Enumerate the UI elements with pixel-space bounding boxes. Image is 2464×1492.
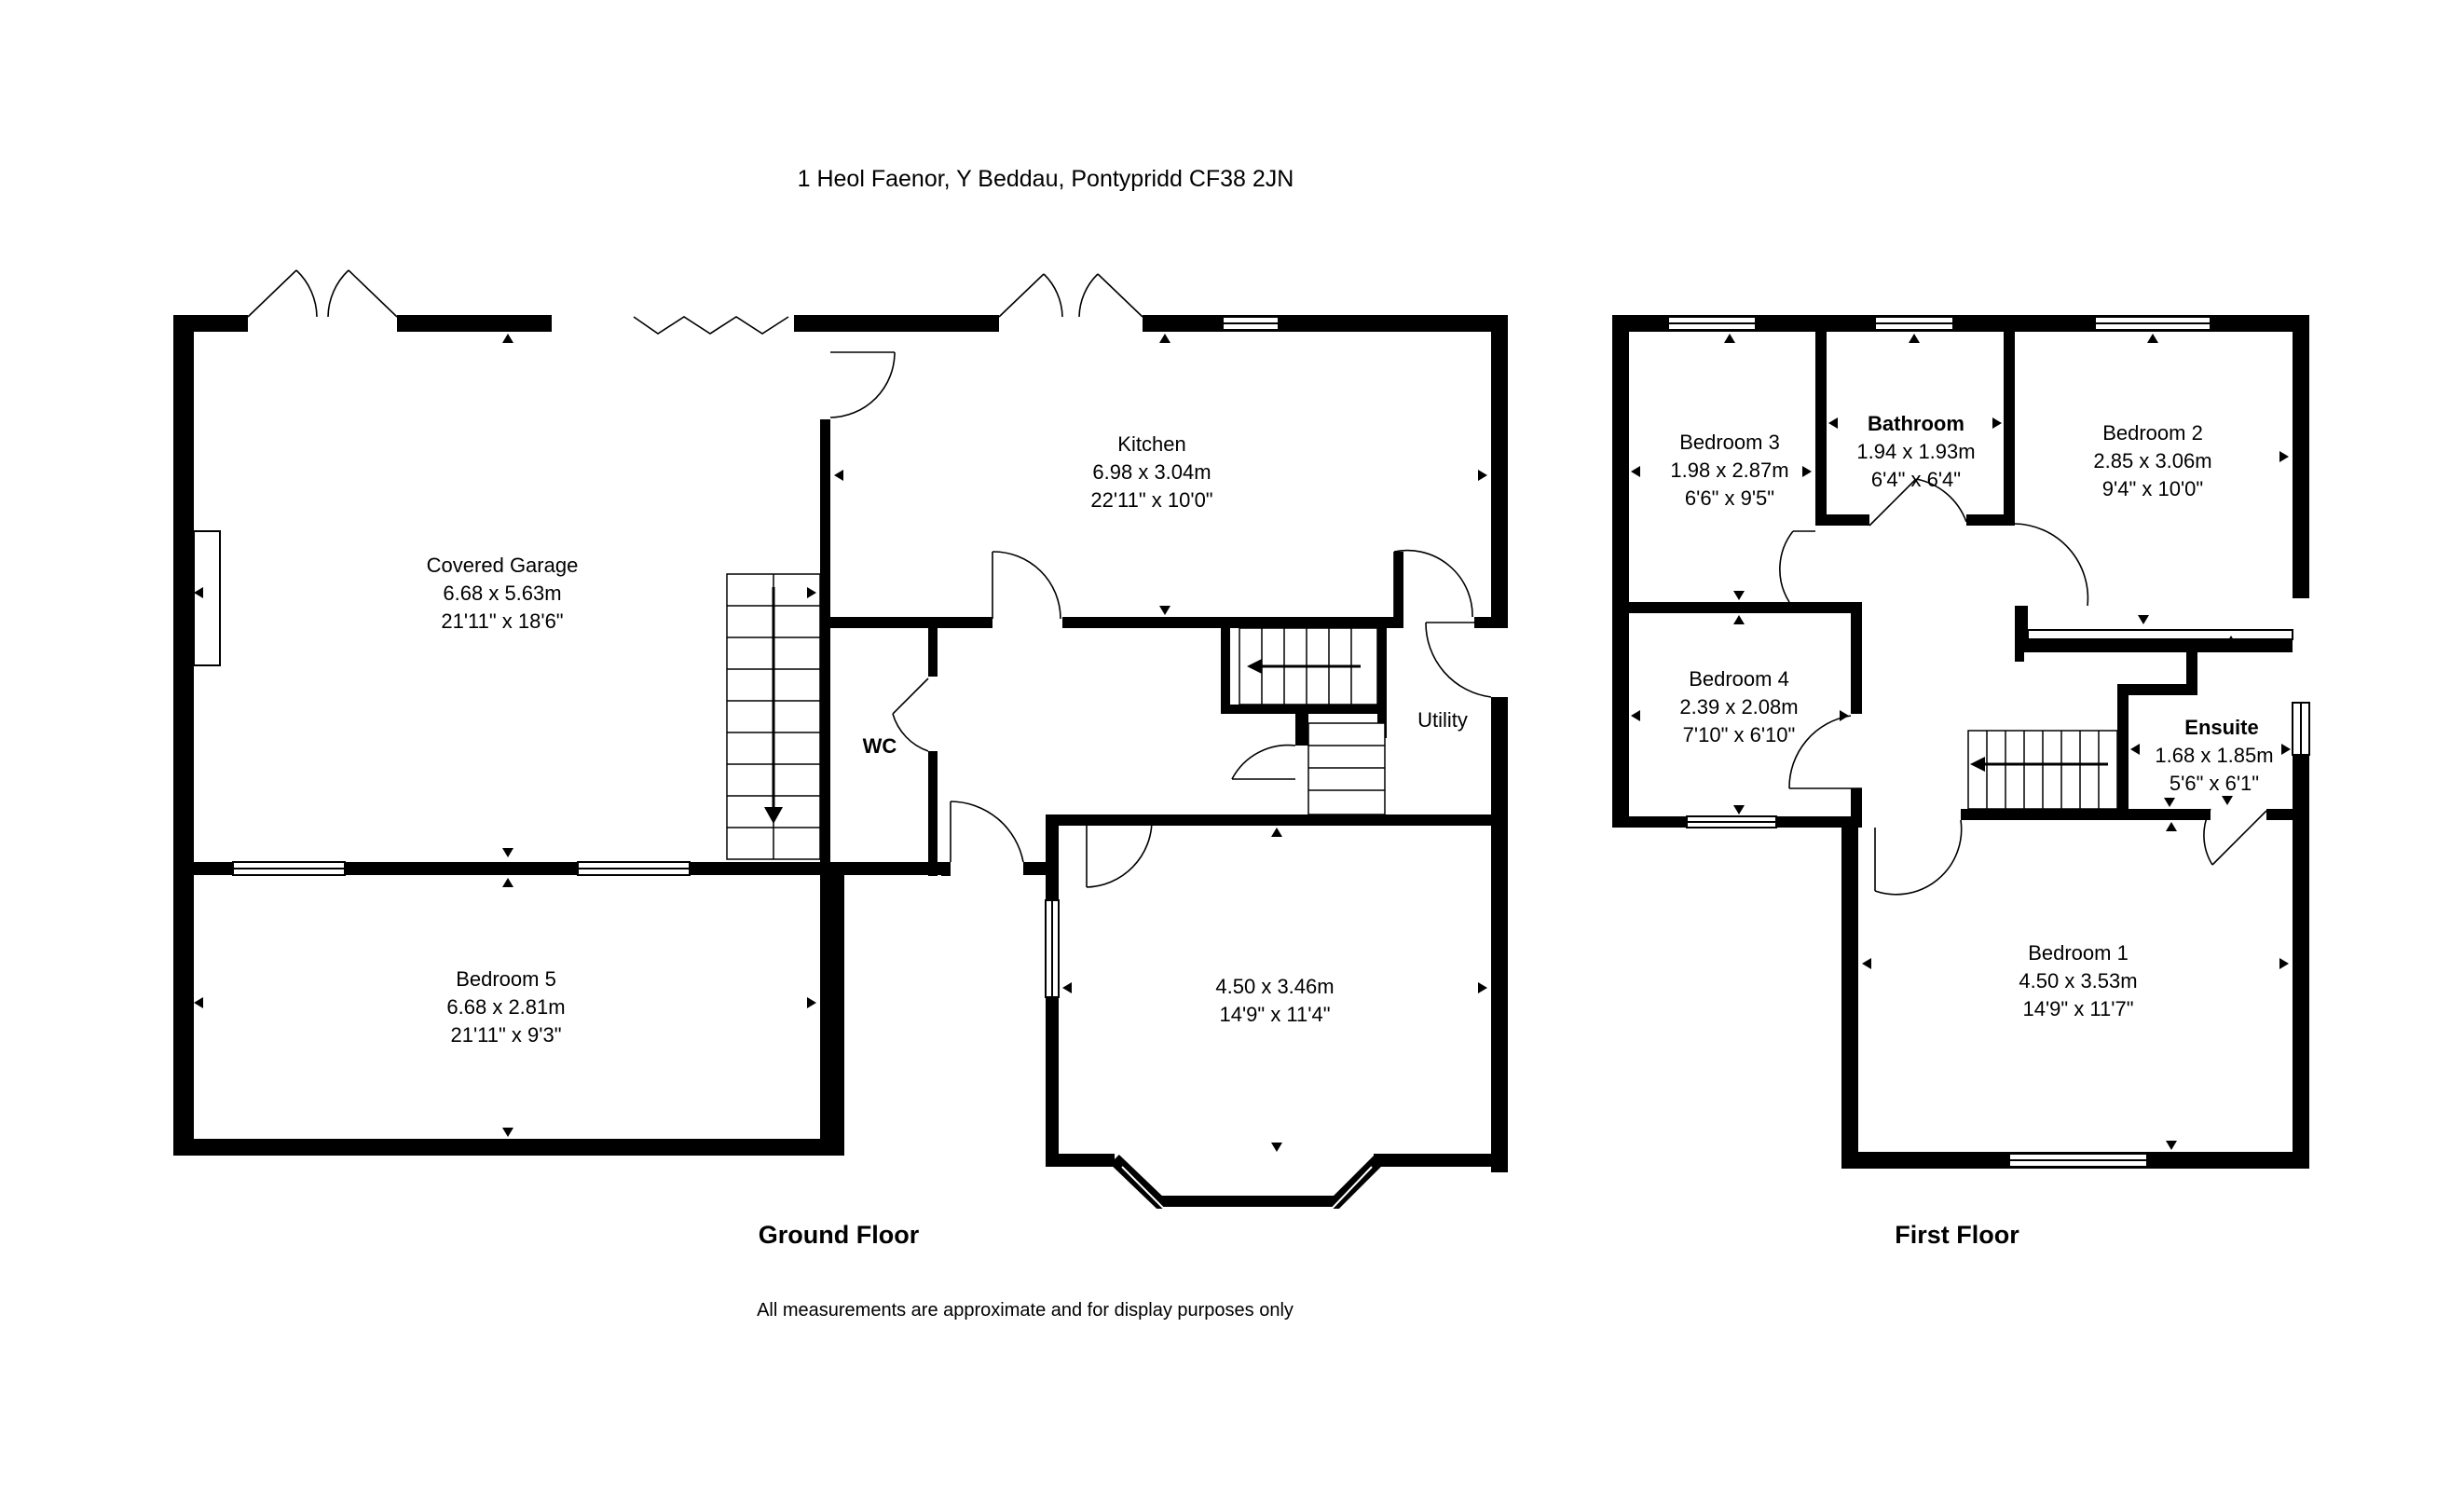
- svg-text:Bedroom 5: Bedroom 5: [456, 967, 556, 991]
- svg-text:14'9" x 11'4": 14'9" x 11'4": [1219, 1003, 1330, 1026]
- room-label-bedroom-4: Bedroom 4 2.39 x 2.08m 7'10" x 6'10": [1679, 667, 1798, 746]
- room-label-bedroom-5: Bedroom 5 6.68 x 2.81m 21'11" x 9'3": [446, 967, 565, 1047]
- room-label-ensuite: Ensuite 1.68 x 1.85m 5'6" x 6'1": [2155, 716, 2273, 795]
- landing-cupboard: [2027, 629, 2293, 640]
- svg-text:21'11" x 9'3": 21'11" x 9'3": [450, 1023, 561, 1047]
- disclaimer-note: All measurements are approximate and for…: [757, 1300, 1294, 1321]
- svg-text:2.39 x 2.08m: 2.39 x 2.08m: [1679, 695, 1798, 719]
- bifold-opening: [633, 316, 789, 335]
- room-label-bedroom-2: Bedroom 2 2.85 x 3.06m 9'4" x 10'0": [2093, 421, 2211, 500]
- first-floor-plan: Bedroom 3 1.98 x 2.87m 6'6" x 9'5" Bathr…: [1612, 315, 2310, 1249]
- svg-text:2.85 x 3.06m: 2.85 x 3.06m: [2093, 449, 2211, 472]
- svg-text:1.98 x 2.87m: 1.98 x 2.87m: [1670, 459, 1788, 482]
- svg-text:7'10" x 6'10": 7'10" x 6'10": [1683, 723, 1796, 746]
- room-label-bedroom-1: Bedroom 1 4.50 x 3.53m 14'9" x 11'7": [2019, 941, 2137, 1020]
- svg-text:22'11" x 10'0": 22'11" x 10'0": [1090, 488, 1212, 512]
- room-label-kitchen: Kitchen 6.98 x 3.04m 22'11" x 10'0": [1090, 432, 1212, 512]
- svg-text:1.94 x 1.93m: 1.94 x 1.93m: [1856, 440, 1975, 463]
- svg-text:21'11" x 18'6": 21'11" x 18'6": [441, 609, 563, 633]
- room-label-utility: Utility: [1417, 708, 1468, 732]
- room-label-bathroom: Bathroom 1.94 x 1.93m 6'4" x 6'4": [1856, 412, 1975, 491]
- room-label-covered-garage: Covered Garage 6.68 x 5.63m 21'11" x 18'…: [427, 554, 579, 633]
- first-floor-markers: [1631, 334, 2291, 1150]
- first-floor-stairs: [1967, 730, 2118, 810]
- first-floor-label: First Floor: [1895, 1221, 2019, 1249]
- landing-stairs-arrow: [1970, 757, 2108, 772]
- ground-floor-markers: [194, 334, 1487, 1152]
- svg-text:4.50 x 3.46m: 4.50 x 3.46m: [1215, 975, 1334, 998]
- first-floor-doors: [1779, 478, 2267, 896]
- svg-text:9'4" x 10'0": 9'4" x 10'0": [2102, 477, 2203, 500]
- svg-text:6'6" x 9'5": 6'6" x 9'5": [1685, 486, 1774, 510]
- room-label-living-room: 4.50 x 3.46m 14'9" x 11'4": [1215, 975, 1334, 1026]
- room-label-bedroom-3: Bedroom 3 1.98 x 2.87m 6'6" x 9'5": [1670, 431, 1788, 510]
- first-floor-windows: [1667, 316, 2310, 1168]
- ground-floor-doors: [247, 269, 1492, 888]
- svg-text:Bedroom 4: Bedroom 4: [1689, 667, 1789, 691]
- svg-text:Bedroom 2: Bedroom 2: [2102, 421, 2203, 445]
- svg-text:Bathroom: Bathroom: [1868, 412, 1964, 435]
- ground-floor-walls: [173, 315, 1508, 1172]
- garage-flue: [193, 530, 221, 666]
- svg-text:6.98 x 3.04m: 6.98 x 3.04m: [1092, 460, 1211, 484]
- svg-text:5'6" x 6'1": 5'6" x 6'1": [2170, 772, 2259, 795]
- bay-window: [1110, 1154, 1384, 1209]
- address-title: 1 Heol Faenor, Y Beddau, Pontypridd CF38…: [798, 166, 1294, 192]
- room-label-wc: WC: [863, 734, 897, 758]
- svg-text:6.68 x 5.63m: 6.68 x 5.63m: [443, 582, 561, 605]
- svg-text:Bedroom 3: Bedroom 3: [1679, 431, 1780, 454]
- svg-text:1.68 x 1.85m: 1.68 x 1.85m: [2155, 744, 2273, 767]
- svg-text:6.68 x 2.81m: 6.68 x 2.81m: [446, 995, 565, 1019]
- svg-text:Covered Garage: Covered Garage: [427, 554, 579, 577]
- svg-text:14'9" x 11'7": 14'9" x 11'7": [2022, 997, 2133, 1020]
- svg-text:Bedroom 1: Bedroom 1: [2028, 941, 2129, 965]
- ground-floor-windows: [232, 316, 1280, 998]
- ground-floor-plan: Covered Garage 6.68 x 5.63m 21'11" x 18'…: [173, 269, 1508, 1249]
- ground-floor-label: Ground Floor: [759, 1221, 920, 1249]
- stairs-direction-arrow: [764, 587, 1361, 824]
- svg-text:4.50 x 3.53m: 4.50 x 3.53m: [2019, 969, 2137, 992]
- svg-text:Ensuite: Ensuite: [2184, 716, 2258, 739]
- svg-text:Kitchen: Kitchen: [1117, 432, 1185, 456]
- svg-text:6'4" x 6'4": 6'4" x 6'4": [1871, 468, 1961, 491]
